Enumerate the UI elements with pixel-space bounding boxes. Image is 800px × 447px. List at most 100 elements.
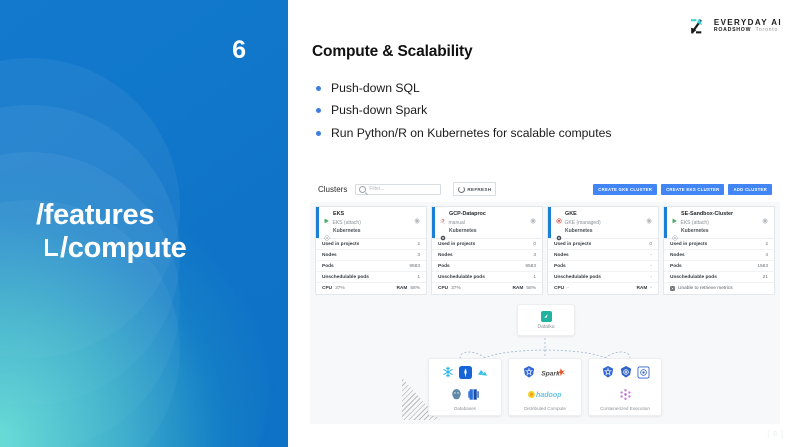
- brand-logo: EVERYDAY AI ROADSHOW. Toronto: [689, 17, 782, 36]
- create-gke-cluster-button[interactable]: CREATE GKE CLUSTER: [593, 183, 658, 195]
- brand-subtitle: ROADSHOW: [713, 27, 752, 34]
- list-item-label: Push-down Spark: [331, 103, 428, 118]
- cluster-card[interactable]: GKE >_ GKE (managed): [547, 206, 659, 295]
- table-row: Pods -: [548, 261, 658, 272]
- section-title: /features /compute: [36, 199, 187, 265]
- stat-value: 1: [533, 274, 536, 280]
- stat-label: Nodes: [322, 252, 337, 258]
- refresh-icon: [458, 185, 466, 193]
- cluster-name: SE-Sandbox-Cluster: [681, 211, 734, 217]
- add-cluster-button[interactable]: ADD CLUSTER: [728, 183, 772, 195]
- kubernetes-icon: [672, 228, 678, 241]
- resource-usage-row: CPU - RAM -: [548, 283, 658, 294]
- stat-label: Unschedulable pods: [322, 274, 369, 280]
- ram-label: RAM: [396, 286, 408, 291]
- gear-icon[interactable]: [646, 211, 652, 224]
- cpu-label: CPU: [438, 286, 449, 291]
- dataiku-icon: [540, 310, 552, 322]
- stat-label: Pods: [554, 263, 566, 269]
- cluster-name: GCP-Dataproc: [449, 211, 486, 217]
- cluster-card[interactable]: EKS >_ EKS (attach): [315, 206, 427, 295]
- table-row: Used in projects 2: [316, 239, 426, 250]
- play-running-icon: [672, 211, 678, 224]
- bullet-dot-icon: [316, 86, 321, 91]
- resource-usage-row: CPU 37% RAM 58%: [316, 283, 426, 294]
- stat-value: 9583: [409, 263, 420, 269]
- play-running-icon: [324, 211, 330, 224]
- clusters-heading: Clusters: [318, 184, 348, 194]
- cluster-type: Kubernetes: [565, 228, 593, 234]
- gear-icon[interactable]: [414, 211, 420, 224]
- stat-value: 1563: [757, 263, 768, 269]
- stat-label: Nodes: [670, 252, 685, 258]
- diagram-root-node: Dataiku: [517, 304, 575, 336]
- terminal-prompt-icon: >_: [672, 220, 678, 225]
- list-item-label: Run Python/R on Kubernetes for scalable …: [331, 125, 612, 140]
- terminal-prompt-icon: >_: [556, 220, 562, 225]
- svg-text:hadoop: hadoop: [536, 392, 562, 399]
- stat-label: Pods: [670, 263, 682, 269]
- stat-value: 0: [533, 241, 536, 247]
- stat-label: Used in projects: [554, 241, 592, 247]
- gear-icon[interactable]: [530, 211, 536, 224]
- table-row: Nodes 3: [316, 250, 426, 261]
- architecture-diagram: Dataiku: [310, 298, 780, 424]
- diagram-leaf-databases: Databases: [428, 358, 502, 416]
- stat-value: 0: [649, 241, 652, 247]
- bullet-list: Push-down SQL Push-down Spark Run Python…: [316, 81, 611, 148]
- cluster-card-header: EKS >_ EKS (attach): [316, 207, 426, 241]
- table-row: Pods 1563: [664, 261, 774, 272]
- stat-value: -: [650, 274, 652, 280]
- corner-branch-icon: [44, 239, 60, 260]
- stat-value: 3: [533, 252, 536, 258]
- starburst-icon: [689, 17, 708, 36]
- brand-name: EVERYDAY AI: [713, 18, 782, 28]
- table-row: Used in projects 0: [548, 239, 658, 250]
- stat-value: 4: [765, 252, 768, 258]
- table-row: Unschedulable pods 1: [432, 272, 542, 283]
- kubernetes-icon: [601, 365, 615, 384]
- apache-hadoop-icon: hadoop: [527, 388, 563, 406]
- stat-value: 9583: [525, 263, 536, 269]
- database-icon-set: [434, 365, 496, 406]
- table-row: Nodes 3: [432, 250, 542, 261]
- refresh-button-label: REFRESH: [467, 186, 492, 192]
- stat-label: Used in projects: [670, 241, 708, 247]
- snowflake-icon: [441, 365, 455, 384]
- table-row: Used in projects 0: [432, 239, 542, 250]
- kubernetes-icon: [556, 228, 562, 241]
- brand-city: . Toronto: [751, 27, 779, 34]
- cluster-card-header: ? GCP-Dataproc >_ manual: [432, 207, 542, 241]
- bullet-dot-icon: [316, 130, 321, 136]
- stat-label: Unschedulable pods: [438, 274, 485, 280]
- list-item-label: Push-down SQL: [331, 81, 420, 95]
- page-title: Compute & Scalability: [312, 43, 473, 60]
- diagram-root-label: Dataiku: [537, 323, 555, 330]
- filter-input[interactable]: Filter...: [355, 183, 442, 195]
- cluster-card[interactable]: ? GCP-Dataproc >_ manual: [431, 206, 543, 295]
- stat-label: Used in projects: [438, 241, 476, 247]
- cluster-type: Kubernetes: [333, 228, 361, 234]
- stat-value: -: [650, 252, 652, 258]
- list-item: Push-down Spark: [316, 103, 611, 118]
- stat-label: Nodes: [554, 252, 569, 258]
- clusters-toolbar: Clusters Filter... REFRESH CREATE GKE CL…: [310, 176, 780, 202]
- refresh-button[interactable]: REFRESH: [453, 182, 497, 196]
- cluster-card[interactable]: SE-Sandbox-Cluster >_ EKS (attach): [663, 206, 775, 295]
- gear-icon[interactable]: [762, 211, 768, 224]
- metrics-warning: Unable to retrieve metrics: [664, 283, 774, 294]
- create-eks-cluster-button[interactable]: CREATE EKS CLUSTER: [661, 183, 725, 195]
- table-row: Pods 9583: [432, 261, 542, 272]
- section-title-line2: /compute: [44, 233, 187, 264]
- ram-value: -: [650, 286, 652, 291]
- svg-text:?: ?: [441, 219, 444, 224]
- compute-icon-set: Spark hadoop: [514, 365, 576, 406]
- section-title-line2-text: /compute: [60, 232, 187, 265]
- cluster-type: Kubernetes: [449, 228, 477, 234]
- table-row: Unschedulable pods 1: [316, 272, 426, 283]
- footer-page-number: [ 8 ]: [767, 431, 784, 438]
- magnifier-icon: [359, 185, 367, 193]
- ram-label: RAM: [636, 286, 648, 291]
- apache-spark-icon: Spark: [540, 366, 568, 384]
- cluster-subtitle: EKS (attach): [680, 219, 709, 226]
